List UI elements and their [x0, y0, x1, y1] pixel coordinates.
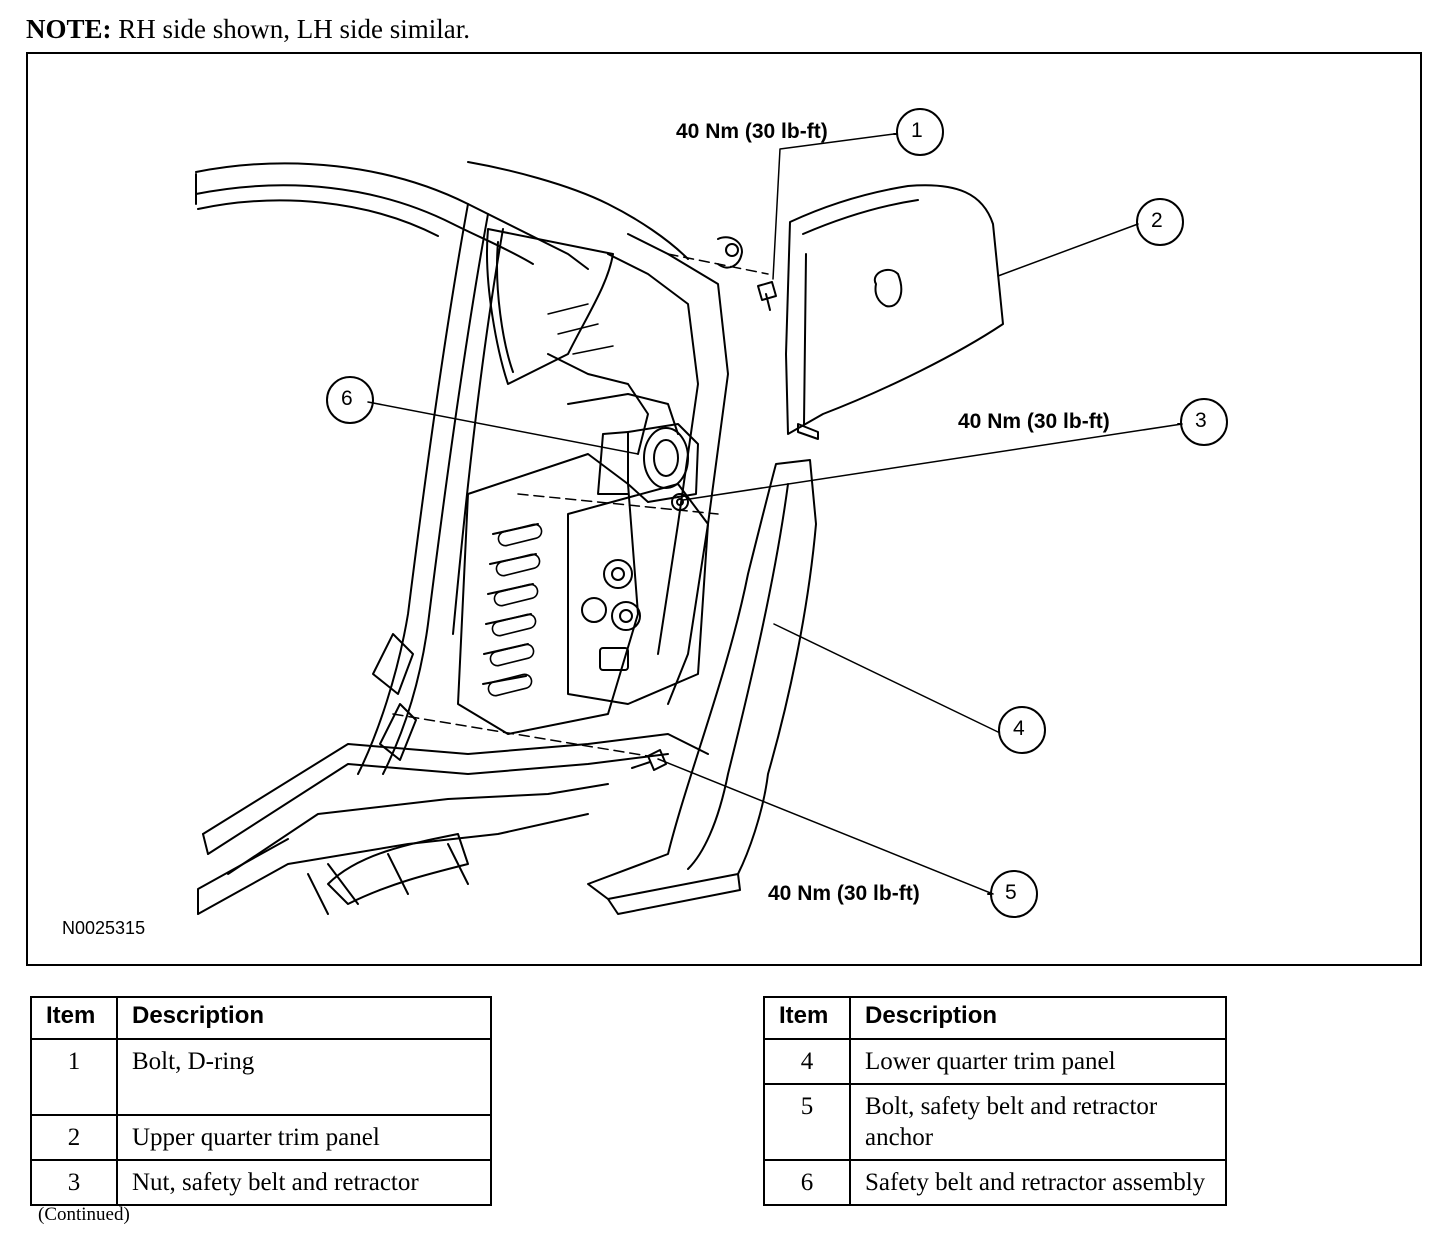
table-header-row: Item Description: [30, 996, 492, 1040]
item-number: 1: [30, 1038, 118, 1116]
retractor-assembly: [597, 423, 699, 503]
table-header-row: Item Description: [763, 996, 1227, 1040]
bolt-anchor: [631, 749, 667, 771]
item-description: Bolt, D-ring: [116, 1038, 492, 1116]
note-label: NOTE:: [26, 14, 112, 44]
item-number: 4: [763, 1038, 851, 1085]
header-description: Description: [116, 996, 492, 1040]
item-description: Nut, safety belt and retractor: [116, 1159, 492, 1206]
callout-1-number: 1: [911, 119, 923, 142]
header-description: Description: [849, 996, 1227, 1040]
callout-5-number: 5: [1005, 881, 1017, 904]
torque-label-1: 40 Nm (30 lb-ft): [676, 120, 828, 143]
header-item: Item: [30, 996, 118, 1040]
item-description: Safety belt and retractor assembly: [849, 1159, 1227, 1206]
torque-label-5: 40 Nm (30 lb-ft): [768, 882, 920, 905]
torque-label-3: 40 Nm (30 lb-ft): [958, 410, 1110, 433]
callout-circles: [326, 108, 1228, 918]
callout-4-number: 4: [1013, 717, 1025, 740]
header-item: Item: [763, 996, 851, 1040]
leader-lines: [367, 133, 1183, 895]
items-table-left: Item Description 1 Bolt, D-ring 2 Upper …: [30, 996, 492, 1206]
bolt-d-ring: [757, 281, 777, 311]
continued-note: (Continued): [38, 1204, 130, 1225]
item-number: 2: [30, 1114, 118, 1161]
table-row: 6 Safety belt and retractor assembly: [763, 1159, 1227, 1206]
body-structure: [195, 161, 743, 915]
exploded-view-diagram: 1 2 3 4 5 6 40 Nm (30 lb-ft) 40 Nm (30 l…: [26, 52, 1422, 966]
oblong-holes: [487, 523, 543, 697]
item-number: 5: [763, 1083, 851, 1161]
callout-6-number: 6: [341, 387, 353, 410]
figure-id: N0025315: [62, 918, 146, 938]
items-table-right: Item Description 4 Lower quarter trim pa…: [763, 996, 1227, 1206]
item-description: Bolt, safety belt and retractor anchor: [849, 1083, 1227, 1161]
table-row: 1 Bolt, D-ring: [30, 1038, 492, 1116]
item-number: 6: [763, 1159, 851, 1206]
note-text: RH side shown, LH side similar.: [111, 14, 471, 44]
callout-3-number: 3: [1195, 409, 1207, 432]
upper-quarter-trim-panel: [785, 184, 1004, 440]
table-row: 3 Nut, safety belt and retractor: [30, 1159, 492, 1206]
lower-quarter-trim-panel: [587, 459, 817, 915]
note: NOTE: RH side shown, LH side similar.: [26, 14, 470, 45]
quarter-panel-illustration: [195, 108, 1228, 918]
item-description: Upper quarter trim panel: [116, 1114, 492, 1161]
table-row: 4 Lower quarter trim panel: [763, 1038, 1227, 1085]
item-description: Lower quarter trim panel: [849, 1038, 1227, 1085]
callout-2-number: 2: [1151, 209, 1163, 232]
alignment-lines: [392, 253, 769, 757]
table-row: 2 Upper quarter trim panel: [30, 1114, 492, 1161]
table-row: 5 Bolt, safety belt and retractor anchor: [763, 1083, 1227, 1161]
item-number: 3: [30, 1159, 118, 1206]
